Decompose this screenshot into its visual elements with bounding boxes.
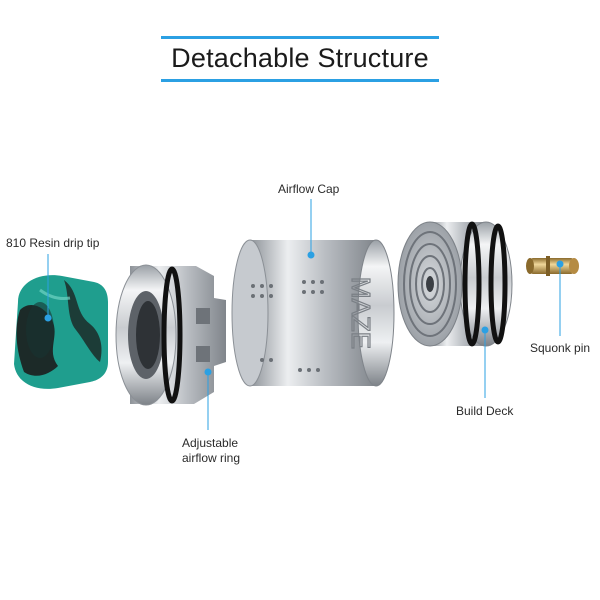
page-title: Detachable Structure xyxy=(161,36,439,82)
title-block: Detachable Structure xyxy=(0,36,600,82)
drip-tip xyxy=(14,275,108,389)
cap-engraving: MAZE xyxy=(346,277,376,349)
squonk-pin xyxy=(526,256,579,276)
airflow-cap-label: Airflow Cap xyxy=(278,182,340,196)
leader-lines xyxy=(47,199,561,430)
airflow-cap: MAZE xyxy=(231,239,395,387)
drip-tip-label: 810 Resin drip tip xyxy=(6,236,100,250)
build-deck xyxy=(397,221,513,347)
build-deck-label: Build Deck xyxy=(456,404,514,418)
airflow-ring xyxy=(115,264,226,406)
airflow-ring-label: Adjustable airflow ring xyxy=(182,436,241,465)
squonk-pin-label: Squonk pin xyxy=(530,341,591,355)
